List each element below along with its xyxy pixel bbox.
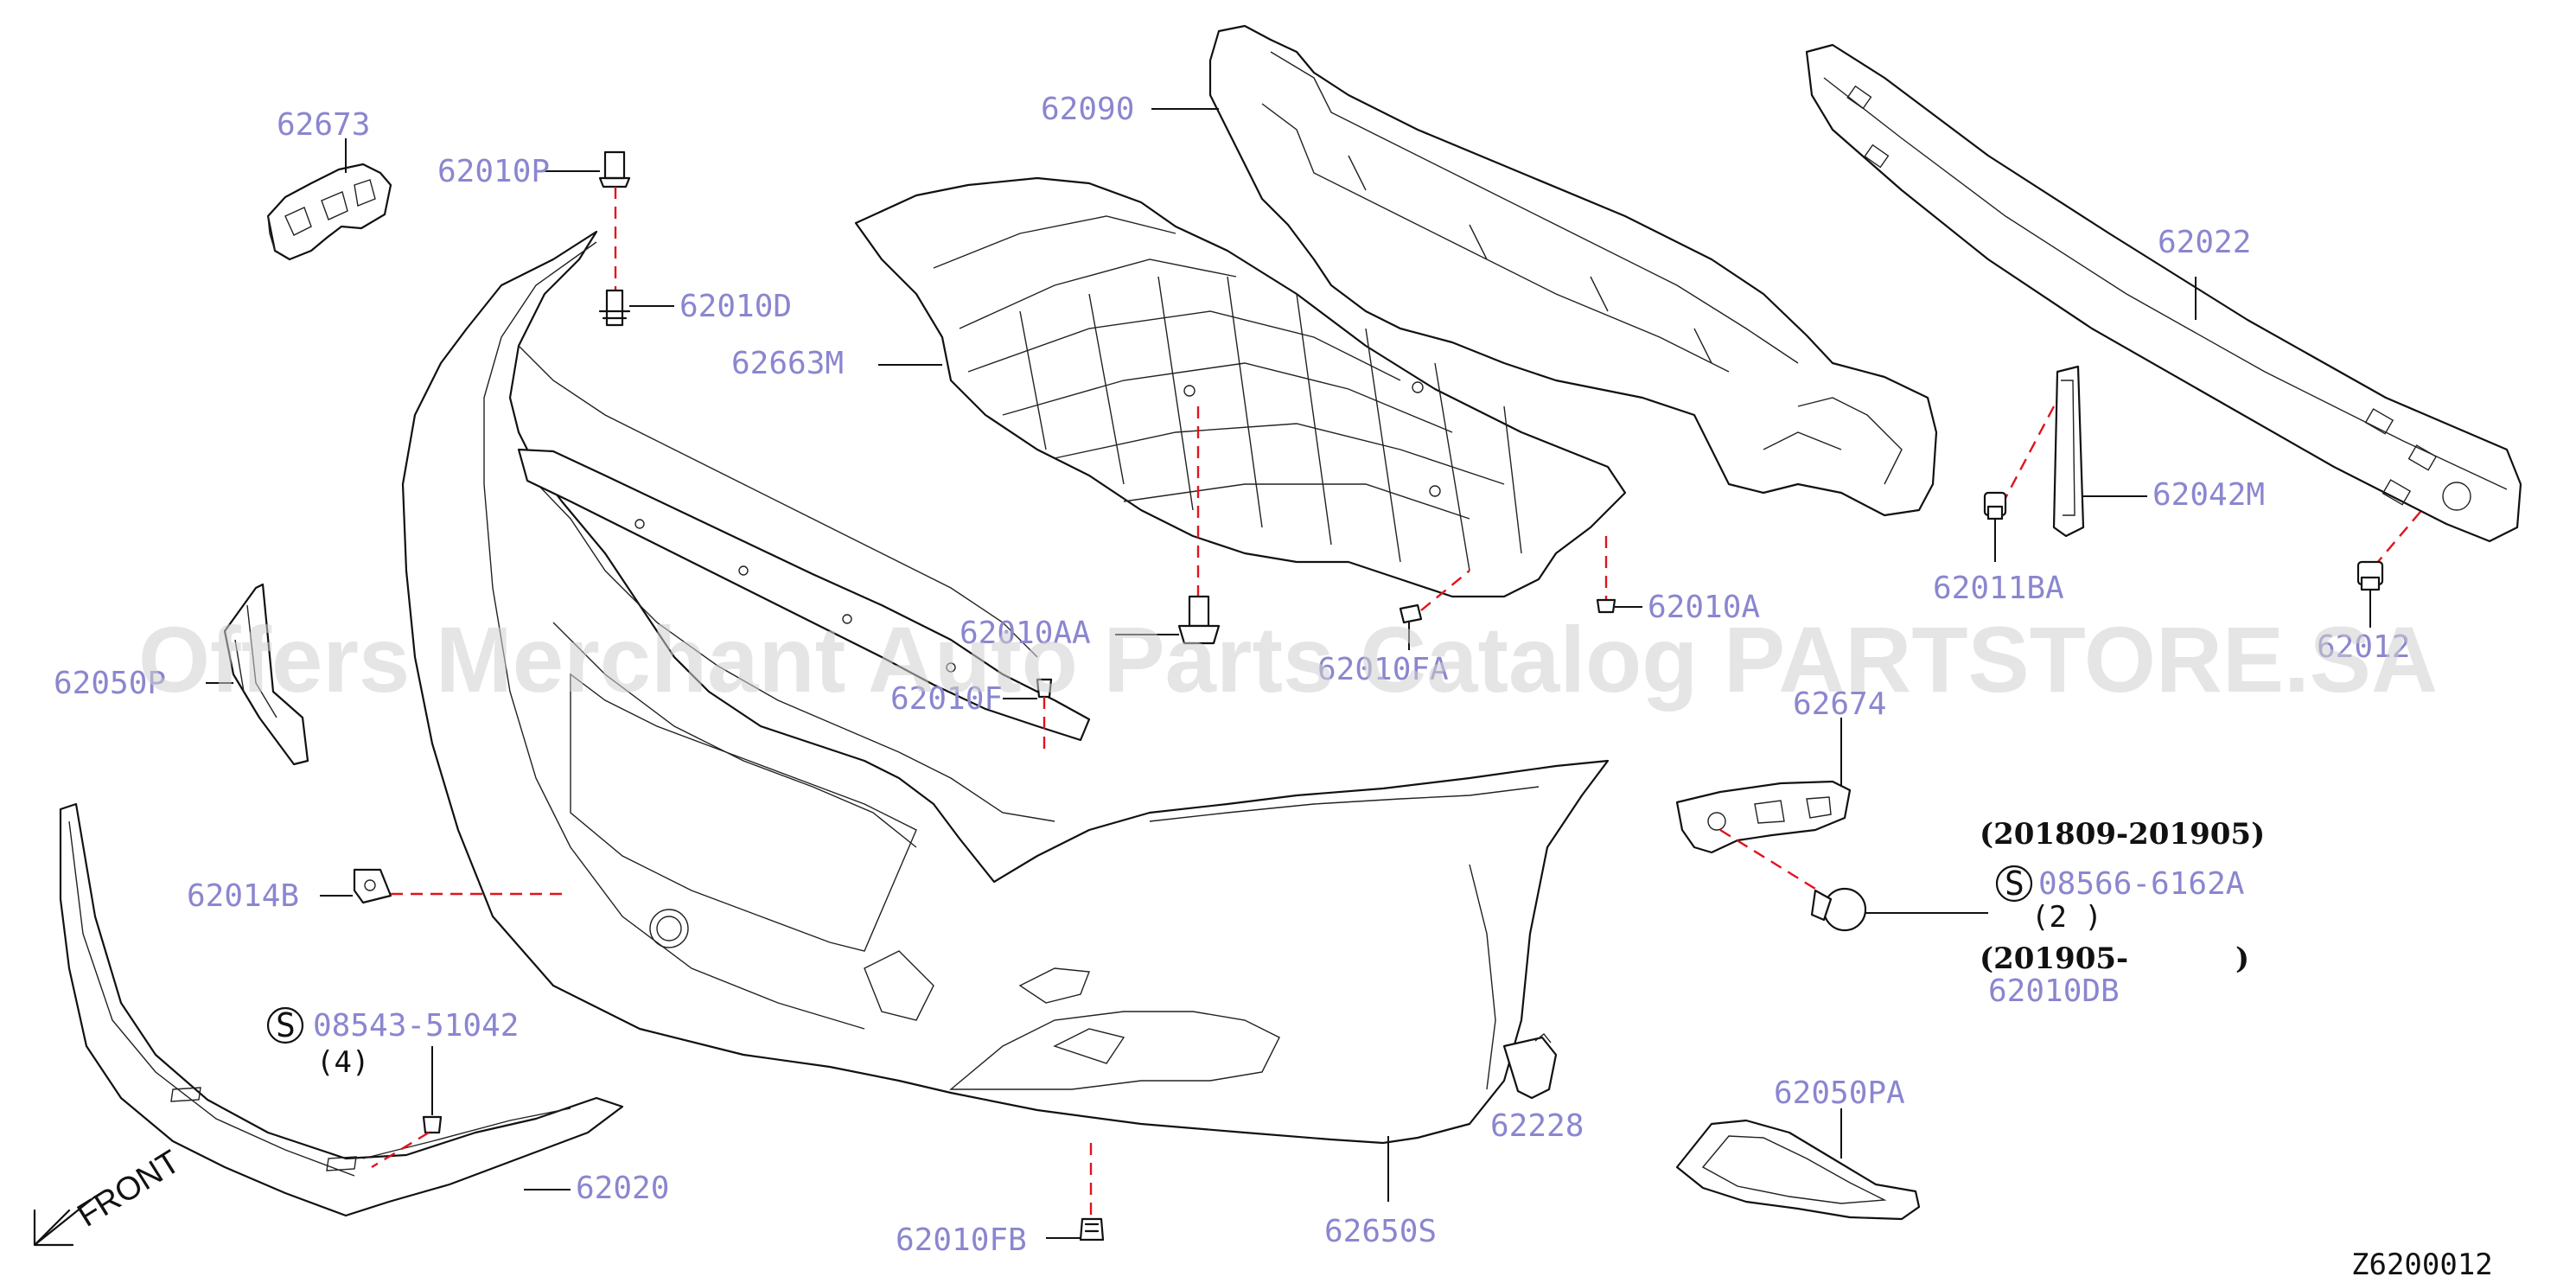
label-62673[interactable]: 62673 [277,107,370,143]
clip-62010DB[interactable] [1810,887,1867,932]
bezel-62050PA[interactable] [1675,1119,1921,1221]
screw-08543[interactable] [422,1115,443,1134]
clip-62010FA[interactable] [1399,603,1423,624]
std-part-08543-qty: (4) [316,1045,369,1080]
cap-62228[interactable] [1502,1033,1558,1100]
label-62663M[interactable]: 62663M [731,346,844,381]
label-62010DB[interactable]: 62010DB [1988,973,2120,1009]
watermark: Offers Merchant Auto Parts Catalog PARTS… [138,607,2438,712]
standard-part-symbol-icon [1995,865,2033,903]
clip-62010P[interactable] [598,150,631,188]
label-62050PA[interactable]: 62050PA [1774,1076,1905,1111]
label-62010FB[interactable]: 62010FB [896,1222,1027,1258]
label-62050P[interactable]: 62050P [54,666,166,701]
label-62010AA[interactable]: 62010AA [960,616,1091,651]
clip-62010A[interactable] [1596,598,1616,614]
clip-62010FB[interactable] [1079,1217,1105,1242]
nut-62012[interactable] [2356,560,2384,591]
std-part-08566[interactable]: 08566-6162A [2038,866,2245,902]
label-62674[interactable]: 62674 [1793,686,1886,722]
grille-upper-beam [517,448,1091,742]
spoiler-62020[interactable] [59,802,624,1217]
label-62228[interactable]: 62228 [1490,1108,1584,1144]
label-62650S[interactable]: 62650S [1324,1214,1437,1249]
label-62090[interactable]: 62090 [1041,92,1134,127]
date-range-2-close: ) [2235,942,2249,976]
label-62010D[interactable]: 62010D [679,289,792,324]
label-62022[interactable]: 62022 [2158,225,2251,260]
label-62010A[interactable]: 62010A [1648,590,1760,625]
undercover-62663M[interactable] [854,176,1627,598]
std2-symbol: S [2005,865,2024,903]
label-62012[interactable]: 62012 [2317,629,2410,665]
std-part-08566-qty: (2 ) [2031,900,2102,935]
absorber-62090[interactable] [1208,24,1938,517]
std-part-08543[interactable]: 08543-51042 [313,1008,519,1044]
diagram-code: Z6200012 [2351,1248,2493,1282]
label-62020[interactable]: 62020 [576,1171,669,1206]
date-range-2-open: (201905- [1980,942,2128,976]
clip-62010AA[interactable] [1177,595,1221,645]
label-62014B[interactable]: 62014B [187,878,299,914]
nut-62011BA[interactable] [1983,491,2007,520]
bracket-62674[interactable] [1675,780,1852,854]
screw-62010D[interactable] [598,289,631,327]
label-62010FA[interactable]: 62010FA [1317,652,1449,687]
clip-62010F[interactable] [1036,678,1053,699]
label-62011BA[interactable]: 62011BA [1933,571,2064,606]
date-range-1: (201809-201905) [1980,817,2265,852]
bumper-fascia-62650S[interactable] [401,230,1610,1145]
front-direction-arrow-icon [33,1195,97,1247]
clip-62014B[interactable] [353,868,392,904]
standard-part-symbol-icon [266,1006,304,1044]
beam-62022[interactable] [1805,43,2522,543]
label-62042M[interactable]: 62042M [2152,477,2265,513]
front-label: FRONT [72,1144,187,1235]
std1-symbol: S [276,1006,296,1044]
bracket-62050P[interactable] [223,583,309,766]
bracket-62673[interactable] [266,163,392,261]
label-62010F[interactable]: 62010F [890,681,1003,717]
label-62010P[interactable]: 62010P [437,154,550,189]
bracket-62042M[interactable] [2052,365,2085,538]
